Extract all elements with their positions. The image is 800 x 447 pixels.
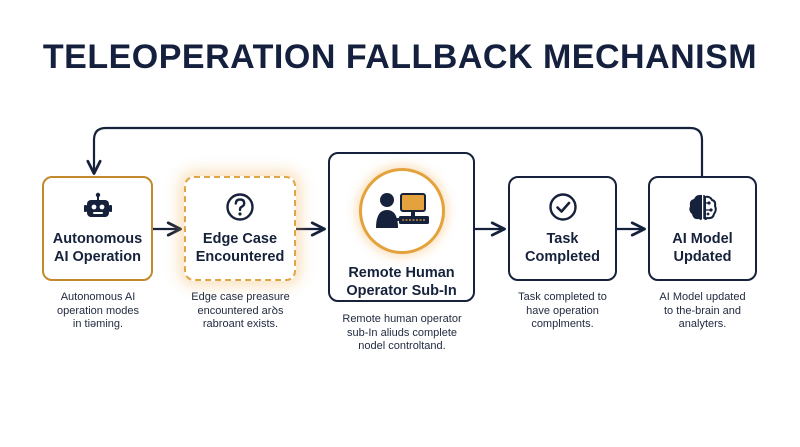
node-label: Autonomous AI Operation xyxy=(52,230,143,265)
operator-icon xyxy=(358,168,445,254)
caption-autonomous-ai-operation: Autonomous AI operation modes in tiəming… xyxy=(57,291,139,330)
node-label: Edge Case Encountered xyxy=(195,230,285,265)
node-remote-human-operator: Remote Human Operator Sub-In xyxy=(328,152,475,302)
check-circle-icon xyxy=(548,192,578,222)
caption-remote-human-operator: Remote human operator sub-In aliuds comp… xyxy=(342,313,462,352)
feedback-loop-arrow xyxy=(86,126,704,176)
caption-task-completed: Task completed to have operation complme… xyxy=(518,291,607,330)
node-autonomous-ai-operation: Autonomous AI Operation xyxy=(42,176,153,281)
caption-ai-model-updated: AI Model updated to the-brain and analyt… xyxy=(659,291,746,330)
page-title: TELEOPERATION FALLBACK MECHANISM xyxy=(42,38,758,76)
node-label: AI Model Updated xyxy=(672,230,733,265)
node-ai-model-updated: AI Model Updated xyxy=(648,176,757,281)
node-task-completed: Task Completed xyxy=(508,176,617,281)
node-label: Remote Human Operator Sub-In xyxy=(346,265,457,299)
node-edge-case-encountered: Edge Case Encountered xyxy=(184,176,296,281)
node-label: Task Completed xyxy=(525,230,600,265)
brain-icon xyxy=(687,192,719,222)
robot-icon xyxy=(83,192,113,222)
caption-edge-case-encountered: Edge case preasure encountered arꝺs rabr… xyxy=(191,291,290,330)
question-icon xyxy=(225,192,255,222)
